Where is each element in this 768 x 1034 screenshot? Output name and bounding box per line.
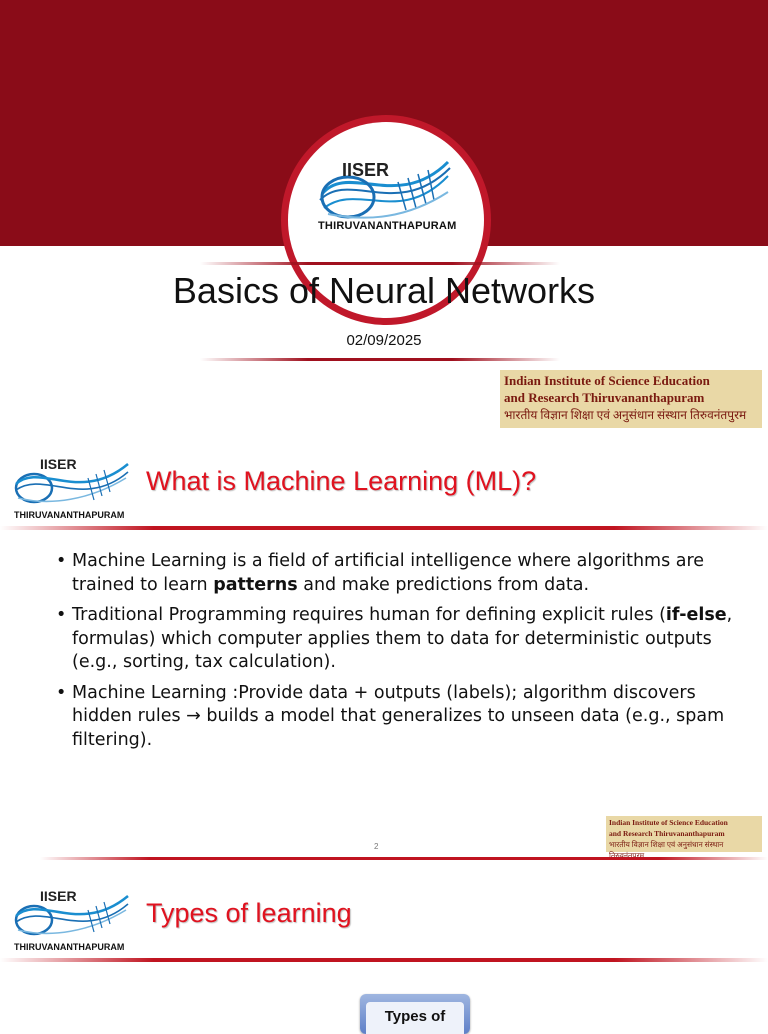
iiser-logo-icon <box>14 895 129 936</box>
presentation-date: 02/09/2025 <box>346 332 422 349</box>
bullet-item: Machine Learning is a field of artificia… <box>56 550 746 597</box>
logo-name: IISER <box>40 456 77 472</box>
types-of-learning-box: Types of <box>360 994 470 1034</box>
logo-circle: IISER THIRUVANANTHAPURAM <box>288 122 484 318</box>
page-number: 2 <box>374 842 379 851</box>
slide-heading: What is Machine Learning (ML)? <box>146 466 537 496</box>
institute-line-1: Indian Institute of Science Education <box>504 373 710 388</box>
logo-name: IISER <box>40 888 77 904</box>
institute-line-1: Indian Institute of Science Education <box>609 818 728 827</box>
institute-line-2: and Research Thiruvananthapuram <box>609 829 725 838</box>
slide-heading: Types of learning <box>146 898 352 928</box>
heading-rule <box>0 958 768 962</box>
bullet-item: Traditional Programming requires human f… <box>56 604 746 675</box>
logo-city: THIRUVANANTHAPURAM <box>318 220 457 232</box>
iiser-logo-icon <box>14 463 129 504</box>
heading-rule <box>0 526 768 530</box>
iiser-logo-icon <box>319 160 451 219</box>
title-rule-bottom <box>200 358 560 361</box>
slide2-logo: IISER THIRUVANANTHAPURAM <box>10 454 132 524</box>
slide-bottom-rule <box>40 857 768 860</box>
institute-line-2: and Research Thiruvananthapuram <box>504 390 705 405</box>
institute-name-box: Indian Institute of Science Education an… <box>500 370 762 428</box>
logo-city: THIRUVANANTHAPURAM <box>14 510 125 520</box>
bullet-list: Machine Learning is a field of artificia… <box>56 550 746 759</box>
page-title: Basics of Neural Networks <box>172 270 596 311</box>
institute-line-3: भारतीय विज्ञान शिक्षा एवं अनुसंधान संस्थ… <box>504 408 747 422</box>
logo-city: THIRUVANANTHAPURAM <box>14 942 125 952</box>
institute-line-3: भारतीय विज्ञान शिक्षा एवं अनुसंधान संस्थ… <box>609 840 724 860</box>
types-box-label: Types of <box>366 1002 464 1034</box>
institute-name-box: Indian Institute of Science Education an… <box>606 816 762 860</box>
slide3-logo: IISER THIRUVANANTHAPURAM <box>10 886 132 956</box>
bullet-item: Machine Learning :Provide data + outputs… <box>56 682 746 753</box>
logo-name: IISER <box>342 160 390 180</box>
title-rule-top <box>200 262 560 265</box>
